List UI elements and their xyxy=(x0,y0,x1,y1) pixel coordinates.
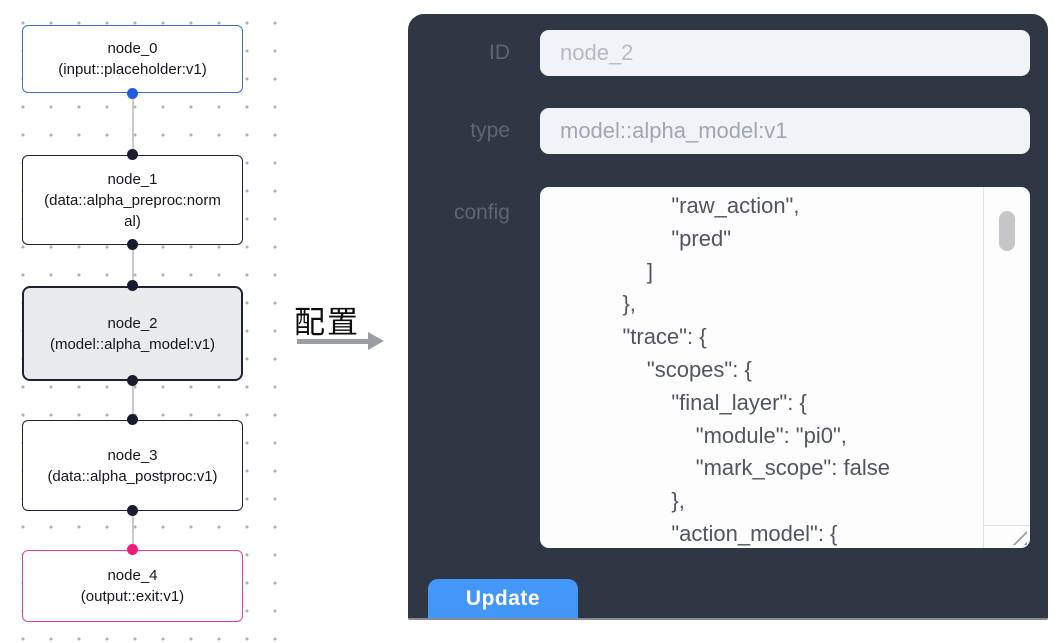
type-field-label: type xyxy=(470,119,510,142)
node-title: node_4 xyxy=(107,567,158,584)
scrollbar-track-divider xyxy=(983,187,984,548)
edge-node1-node2 xyxy=(132,245,134,286)
config-textarea[interactable]: "raw_action", "pred" ] }, "trace": { "sc… xyxy=(540,187,1030,548)
canvas-dots-left-strip xyxy=(390,0,407,620)
textarea-resize-handle-icon[interactable] xyxy=(1012,530,1027,545)
flow-node-node3[interactable]: node_3 (data::alpha_postproc:v1) xyxy=(22,420,243,511)
node-subtitle: (output::exit:v1) xyxy=(80,588,185,605)
node-subtitle: (data::alpha_preproc:normal) xyxy=(44,191,221,230)
config-json-text: "raw_action", "pred" ] }, "trace": { "sc… xyxy=(622,193,890,546)
node-subtitle: (data::alpha_postproc:v1) xyxy=(47,467,218,485)
input-port-node2[interactable] xyxy=(127,280,138,291)
output-port-node0[interactable] xyxy=(127,88,138,99)
output-port-node3[interactable] xyxy=(127,505,138,516)
flow-node-node1[interactable]: node_1 (data::alpha_preproc:normal) xyxy=(22,155,243,245)
vertical-scrollbar-thumb[interactable] xyxy=(999,211,1015,251)
node-subtitle: (input::placeholder:v1) xyxy=(58,61,207,78)
right-arrow-icon xyxy=(297,339,369,344)
type-input[interactable] xyxy=(540,108,1030,154)
flow-node-node0[interactable]: node_0 (input::placeholder:v1) xyxy=(22,25,243,93)
input-port-node4[interactable] xyxy=(127,544,138,555)
node-subtitle: (model::alpha_model:v1) xyxy=(49,335,216,353)
node-title: node_3 xyxy=(107,446,158,464)
flow-canvas[interactable]: node_0 (input::placeholder:v1) node_1 (d… xyxy=(0,0,282,643)
node-title: node_0 xyxy=(107,40,158,57)
config-field-label: config xyxy=(453,201,510,224)
scrollbar-corner-divider xyxy=(984,525,1030,526)
right-arrow-head-icon xyxy=(368,332,384,350)
output-port-node1[interactable] xyxy=(127,239,138,250)
edge-node0-node1 xyxy=(132,93,134,155)
node-title: node_1 xyxy=(107,170,158,188)
id-input[interactable] xyxy=(540,30,1030,76)
input-port-node3[interactable] xyxy=(127,414,138,425)
input-port-node1[interactable] xyxy=(127,149,138,160)
update-button[interactable]: Update xyxy=(428,579,578,618)
node-title: node_2 xyxy=(107,314,158,332)
id-field-label: ID xyxy=(489,41,510,64)
output-port-node2[interactable] xyxy=(127,375,138,386)
edge-node3-node4 xyxy=(132,511,134,550)
node-config-panel: ID type config "raw_action", "pred" ] },… xyxy=(408,14,1048,620)
edge-node2-node3 xyxy=(132,381,134,420)
annotation-label: 配置 xyxy=(294,305,360,340)
flow-node-node4[interactable]: node_4 (output::exit:v1) xyxy=(22,550,243,622)
flow-node-node2-selected[interactable]: node_2 (model::alpha_model:v1) xyxy=(22,286,243,381)
